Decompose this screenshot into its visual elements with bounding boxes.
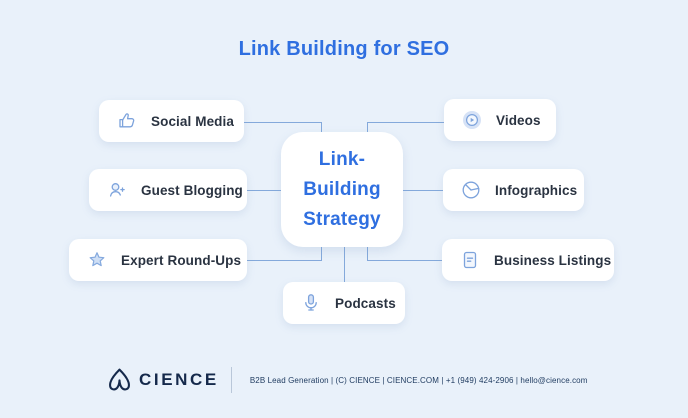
connector-videos-v (367, 122, 368, 132)
footer-divider (230, 367, 232, 393)
connector-guest-blogging (247, 190, 281, 191)
footer-contact-info: B2B Lead Generation | (C) CIENCE | CIENC… (249, 375, 588, 385)
node-guest-blogging: Guest Blogging (89, 169, 247, 211)
node-expert-round-ups: Expert Round-Ups (69, 239, 247, 281)
node-label: Podcasts (335, 295, 396, 311)
page-title: Link Building for SEO (238, 38, 450, 60)
connector-expert-round-ups-v (321, 247, 322, 261)
node-label: Social Media (151, 113, 234, 129)
document-icon (463, 251, 477, 269)
connector-business-listings-v (367, 247, 368, 261)
star-icon (89, 252, 105, 267)
pie-chart-icon (462, 181, 480, 199)
node-label: Expert Round-Ups (121, 252, 242, 268)
central-node-line1: Link- (318, 148, 366, 170)
microphone-icon (305, 294, 317, 311)
cience-lungs-logo-icon (109, 368, 130, 391)
footer: CIENCE B2B Lead Generation | (C) CIENCE … (106, 364, 588, 396)
brand-wordmark: CIENCE (139, 370, 219, 389)
node-videos: Videos (444, 99, 556, 141)
connector-videos-h (367, 122, 444, 123)
connector-podcasts (344, 247, 345, 282)
node-business-listings: Business Listings (442, 239, 614, 281)
connector-business-listings-h (367, 260, 443, 261)
thumbs-up-icon (119, 113, 135, 128)
person-add-icon (109, 183, 125, 197)
central-node-line3: Strategy (303, 208, 381, 230)
node-label: Business Listings (494, 252, 612, 268)
connector-infographics (403, 190, 443, 191)
central-node-line2: Building (303, 178, 381, 200)
node-infographics: Infographics (443, 169, 584, 211)
node-social-media: Social Media (99, 100, 244, 142)
connector-social-media-h (244, 122, 321, 123)
node-label: Guest Blogging (141, 182, 243, 198)
node-label: Infographics (495, 182, 578, 198)
node-label: Videos (496, 112, 541, 128)
node-podcasts: Podcasts (283, 282, 405, 324)
play-circle-icon (463, 111, 481, 129)
connector-expert-round-ups-h (247, 260, 322, 261)
connector-social-media-v (321, 122, 322, 132)
central-node-link-building-strategy: Link- Building Strategy (281, 132, 403, 247)
